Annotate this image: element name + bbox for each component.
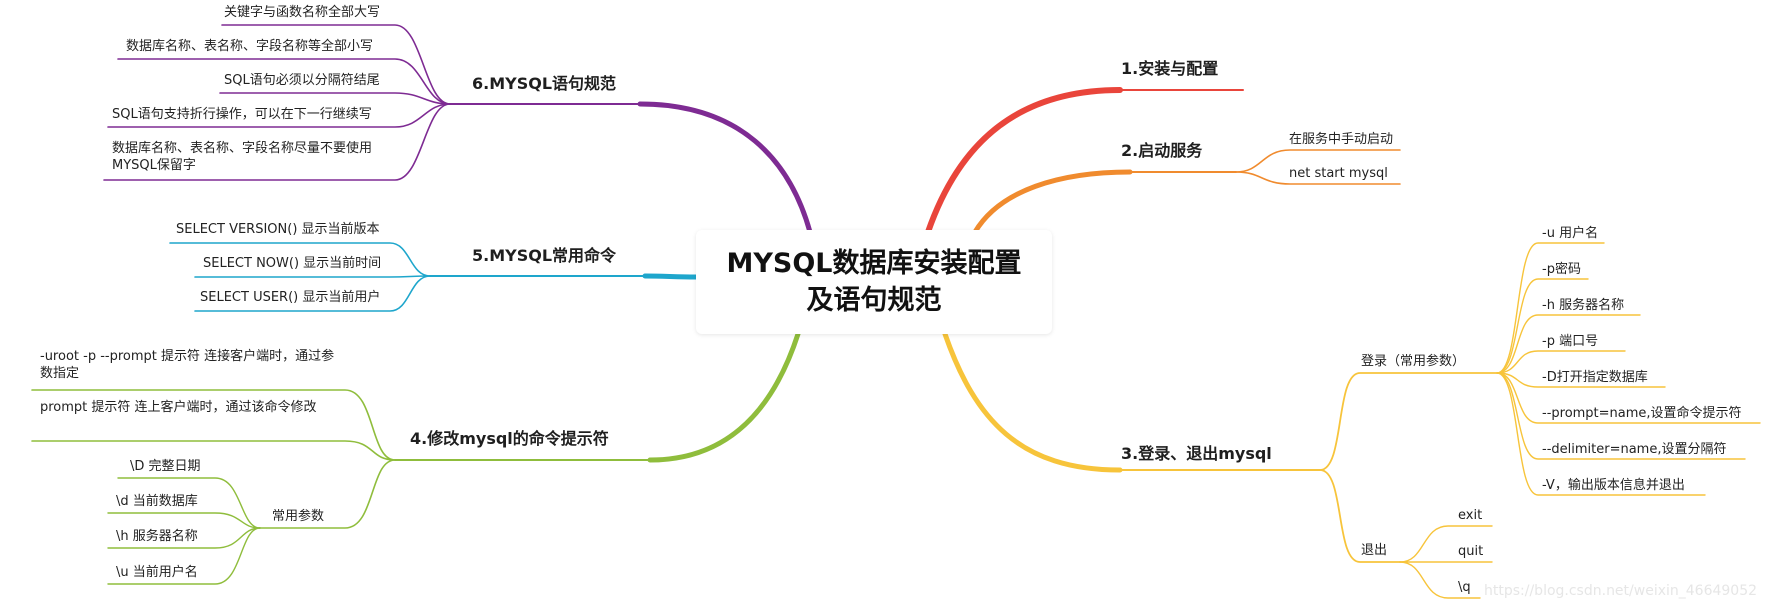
branch-6-item[interactable]: 关键字与函数名称全部大写 <box>224 5 381 20</box>
branch-6-title[interactable]: 6.MYSQL语句规范 <box>472 74 617 93</box>
exit-node[interactable]: 退出 <box>1361 543 1388 558</box>
branch-5-item[interactable]: SELECT VERSION() 显示当前版本 <box>176 222 380 237</box>
branch-5-item[interactable]: SELECT USER() 显示当前用户 <box>200 290 381 305</box>
branch-6-connector <box>103 24 813 235</box>
branch-6-item[interactable]: SQL语句必须以分隔符结尾 <box>224 73 380 88</box>
branch-2-title[interactable]: 2.启动服务 <box>1121 141 1203 160</box>
exit-item[interactable]: quit <box>1458 544 1484 559</box>
prompt-param-item[interactable]: \D 完整日期 <box>130 459 201 474</box>
login-param-item[interactable]: -u 用户名 <box>1542 226 1599 241</box>
login-params-node[interactable]: 登录（常用参数） <box>1361 354 1466 369</box>
login-param-item[interactable]: -h 服务器名称 <box>1542 298 1625 313</box>
branch-4-connector <box>31 331 801 585</box>
branch-1-connector <box>925 87 1244 235</box>
exit-item[interactable]: \q <box>1458 580 1471 595</box>
branch-2-item[interactable]: net start mysql <box>1289 166 1388 181</box>
prompt-params-node[interactable]: 常用参数 <box>272 509 325 524</box>
branch-4-title[interactable]: 4.修改mysql的命令提示符 <box>410 429 609 448</box>
branch-2-connector <box>972 149 1401 235</box>
prompt-param-item[interactable]: \h 服务器名称 <box>116 529 198 544</box>
login-param-item[interactable]: -V，输出版本信息并退出 <box>1542 478 1685 493</box>
branch-6-item[interactable]: 数据库名称、表名称、字段名称等全部小写 <box>126 39 374 54</box>
exit-item[interactable]: exit <box>1458 508 1483 523</box>
branch-6-item[interactable]: 数据库名称、表名称、字段名称尽量不要使用MYSQL保留字 <box>112 141 373 173</box>
central-topic[interactable]: MYSQL数据库安装配置及语句规范 <box>696 230 1052 334</box>
central-topic-title: MYSQL数据库安装配置及语句规范 <box>726 248 1022 316</box>
branch-1-title[interactable]: 1.安装与配置 <box>1121 59 1219 78</box>
login-param-item[interactable]: --delimiter=name,设置分隔符 <box>1542 442 1727 457</box>
branch-2-item[interactable]: 在服务中手动启动 <box>1289 132 1394 147</box>
watermark: https://blog.csdn.net/weixin_46649052 <box>1484 583 1758 599</box>
branch-5-title[interactable]: 5.MYSQL常用命令 <box>472 246 617 265</box>
login-param-item[interactable]: -p密码 <box>1542 262 1581 277</box>
login-param-item[interactable]: --prompt=name,设置命令提示符 <box>1542 406 1742 421</box>
branch-5-item[interactable]: SELECT NOW() 显示当前时间 <box>203 256 382 271</box>
branch-3-title[interactable]: 3.登录、退出mysql <box>1121 444 1272 463</box>
branch-6-item[interactable]: SQL语句支持折行操作，可以在下一行继续写 <box>112 107 372 122</box>
branch-4-item[interactable]: -uroot -p --prompt 提示符 连接客户端时，通过参数指定 <box>40 349 335 381</box>
prompt-param-item[interactable]: \d 当前数据库 <box>116 494 198 509</box>
prompt-param-item[interactable]: \u 当前用户名 <box>116 565 198 580</box>
branch-3-connector <box>942 242 1761 599</box>
branch-4-item[interactable]: prompt 提示符 连上客户端时，通过该命令修改 <box>40 400 317 415</box>
login-param-item[interactable]: -D打开指定数据库 <box>1542 370 1648 385</box>
login-param-item[interactable]: -p 端口号 <box>1542 334 1599 349</box>
branch-5-connector <box>169 242 699 312</box>
